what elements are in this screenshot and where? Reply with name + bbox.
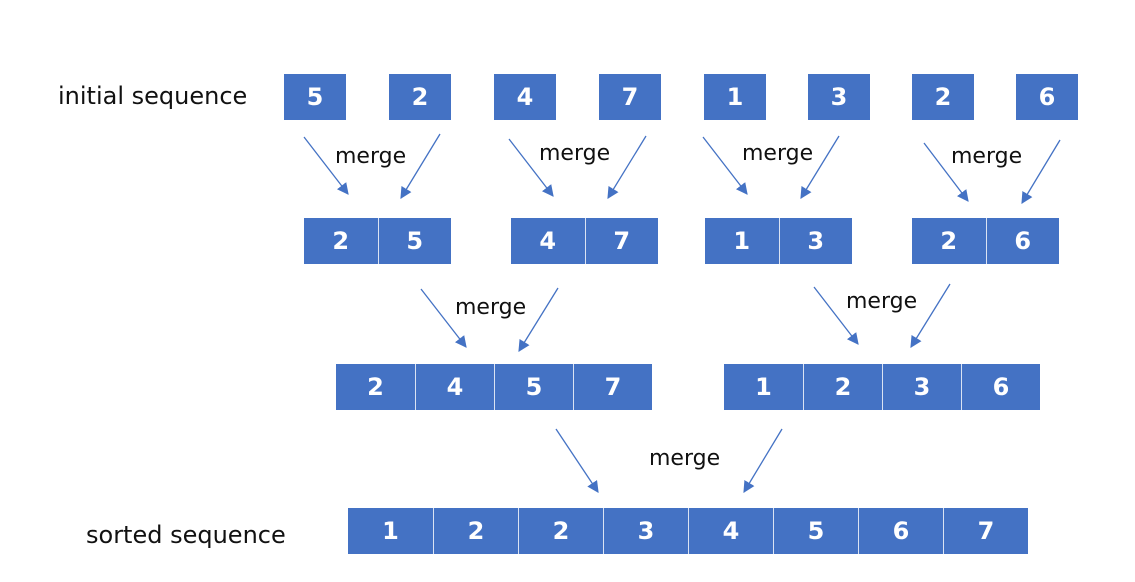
quads-cell: 5 <box>494 364 573 410</box>
sorted-cell: 2 <box>433 508 518 554</box>
merge-arrow <box>800 135 840 199</box>
merge-label: merge <box>649 446 721 471</box>
sorted-sequence-label: sorted sequence <box>86 521 286 549</box>
sorted-cell: 3 <box>603 508 688 554</box>
sorted-cell: 4 <box>688 508 773 554</box>
initial-cell: 5 <box>284 74 346 120</box>
pairs-cell: 6 <box>985 218 1059 264</box>
initial-cell: 3 <box>808 74 870 120</box>
pairs-cell: 2 <box>304 218 378 264</box>
initial-cell: 4 <box>494 74 556 120</box>
merge-arrow <box>910 283 951 348</box>
sorted-cell: 5 <box>773 508 858 554</box>
merge-label: merge <box>455 295 527 320</box>
sorted-cell: 2 <box>518 508 603 554</box>
merge-arrow <box>1021 139 1061 205</box>
merge-arrow <box>923 142 969 202</box>
initial-sequence-label: initial sequence <box>58 82 248 110</box>
merge-arrow <box>743 428 783 494</box>
merge-label: merge <box>742 141 814 166</box>
merge-arrow <box>420 288 467 348</box>
quads-cell: 4 <box>415 364 494 410</box>
merge-arrow <box>702 136 748 195</box>
merge-label: merge <box>951 144 1023 169</box>
pairs-cell: 3 <box>778 218 852 264</box>
pairs-cell: 5 <box>377 218 451 264</box>
pairs-cell: 7 <box>584 218 658 264</box>
initial-cell: 1 <box>704 74 766 120</box>
merge-arrow <box>508 138 554 197</box>
quads-cell: 6 <box>961 364 1040 410</box>
quads-cell: 3 <box>882 364 961 410</box>
initial-cell: 2 <box>912 74 974 120</box>
pairs-cell: 1 <box>705 218 779 264</box>
initial-cell: 6 <box>1016 74 1078 120</box>
quads-cell: 2 <box>803 364 882 410</box>
merge-arrow <box>555 428 599 493</box>
sorted-cell: 7 <box>943 508 1028 554</box>
pairs-cell: 4 <box>511 218 585 264</box>
merge-arrow <box>813 286 859 345</box>
initial-cell: 7 <box>599 74 661 120</box>
initial-cell: 2 <box>389 74 451 120</box>
merge-arrow <box>518 287 559 352</box>
sorted-cell: 6 <box>858 508 943 554</box>
merge-label: merge <box>846 289 918 314</box>
merge-arrow <box>400 133 441 199</box>
merge-arrow <box>607 135 647 199</box>
sorted-cell: 1 <box>348 508 433 554</box>
merge-label: merge <box>539 141 611 166</box>
quads-cell: 2 <box>336 364 415 410</box>
merge-arrow <box>303 136 349 195</box>
quads-cell: 1 <box>724 364 803 410</box>
pairs-cell: 2 <box>912 218 986 264</box>
quads-cell: 7 <box>573 364 652 410</box>
merge-label: merge <box>335 144 407 169</box>
